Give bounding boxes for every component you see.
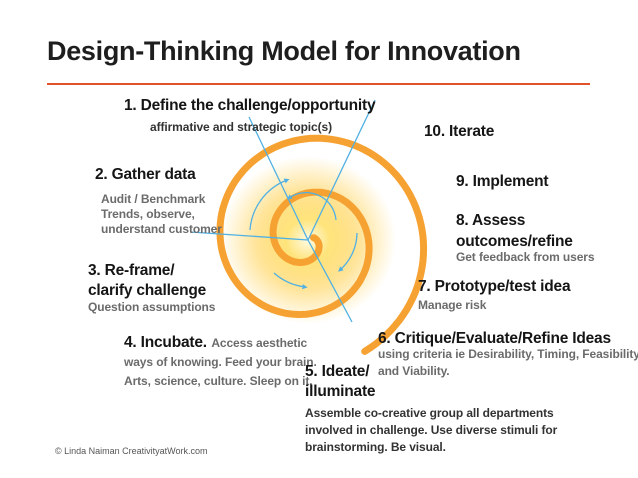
step-1-heading: 1. Define the challenge/opportunity (124, 97, 376, 114)
step-6-heading: 6. Critique/Evaluate/Refine Ideas (378, 330, 611, 347)
step-8-heading: 8. Assess outcomes/refine (456, 210, 573, 252)
copyright-notice: © Linda Naiman CreativityatWork.com (55, 446, 208, 456)
title-underline (47, 83, 590, 85)
step-5-subtext: Assemble co-creative group all departmen… (305, 405, 557, 456)
step-2-heading: 2. Gather data (95, 166, 196, 183)
ray-iterate (307, 99, 376, 241)
spiral-rays (189, 99, 376, 323)
step-1-subtext: affirmative and strategic topic(s) (150, 120, 332, 134)
step-4-block: 4. Incubate. Access aesthetic ways of kn… (124, 333, 317, 391)
ray-critique (307, 239, 353, 323)
step-4-sub-line-2: ways of knowing. Feed your brain. (124, 355, 317, 369)
step-5-sub-line-3: brainstorming. Be visual. (305, 440, 446, 454)
step-8-heading-line-1: 8. Assess (456, 212, 526, 229)
arrow-bottom (273, 272, 308, 290)
step-2-sub-line-2: Trends, observe, (101, 207, 195, 221)
step-3-heading-line-2: clarify challenge (88, 282, 207, 299)
step-2-subtext: Audit / Benchmark Trends, observe, under… (101, 192, 222, 237)
arrows (249, 178, 358, 290)
arrow-right (338, 232, 358, 272)
step-9-heading: 9. Implement (456, 173, 549, 190)
step-4-sub-line-1: Access aesthetic (211, 336, 308, 350)
step-5-heading-line-1: 5. Ideate/ (305, 363, 370, 380)
step-4-heading: 4. Incubate. (124, 334, 207, 351)
ray-gather (189, 231, 309, 241)
step-5-heading-line-2: illuminate (305, 383, 376, 400)
page-title: Design-Thinking Model for Innovation (47, 36, 521, 66)
step-5-heading: 5. Ideate/ illuminate (305, 362, 376, 402)
step-3-heading: 3. Re-frame/ clarify challenge (88, 261, 206, 301)
step-5-sub-line-2: involved in challenge. Use diverse stimu… (305, 423, 558, 437)
step-10-heading: 10. Iterate (424, 123, 495, 140)
step-2-sub-line-3: understand customer (101, 222, 222, 236)
step-6-sub-line-2: and Viability. (378, 364, 450, 378)
step-6-subtext: using criteria ie Desirability, Timing, … (378, 346, 638, 380)
step-6-sub-line-1: using criteria ie Desirability, Timing, … (378, 347, 638, 361)
step-5-sub-line-1: Assemble co-creative group all departmen… (305, 406, 554, 420)
step-8-heading-line-2: outcomes/refine (456, 233, 573, 250)
step-3-heading-line-1: 3. Re-frame/ (88, 262, 175, 279)
step-2-sub-line-1: Audit / Benchmark (101, 192, 206, 206)
arrow-inner-top (286, 191, 337, 221)
spiral-path (216, 134, 428, 355)
arrow-mid-left (249, 178, 290, 231)
step-3-subtext: Question assumptions (88, 300, 216, 314)
ray-define (248, 116, 309, 241)
step-4-sub-line-3: Arts, science, culture. Sleep on it. (124, 374, 313, 388)
step-7-heading: 7. Prototype/test idea (418, 278, 571, 295)
step-8-subtext: Get feedback from users (456, 250, 595, 264)
step-7-subtext: Manage risk (418, 298, 487, 312)
